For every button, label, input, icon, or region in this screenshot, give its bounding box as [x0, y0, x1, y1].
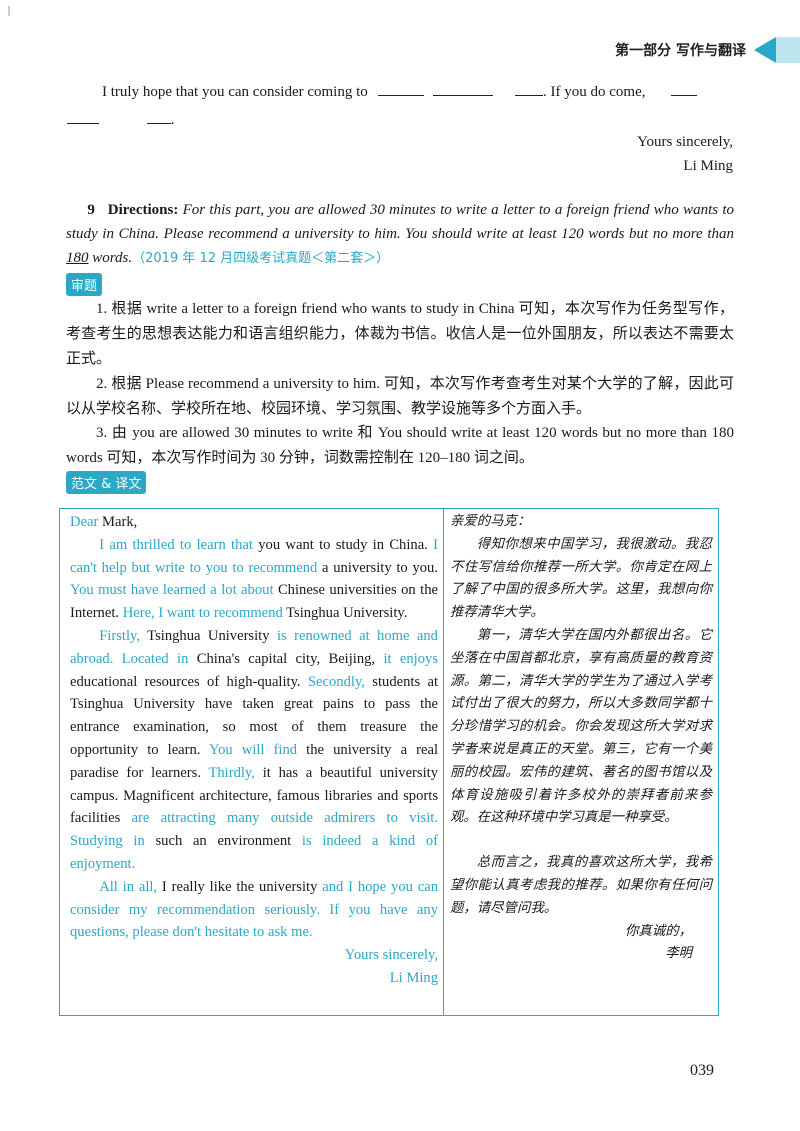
blank [67, 111, 99, 124]
page-number: 039 [690, 1062, 714, 1079]
prev-letter-line-2: . [67, 111, 175, 129]
english-paragraph-3: All in all, I really like the university… [70, 876, 438, 944]
text-segment: Located in [121, 650, 189, 667]
sample-tag: 范文 & 译文 [66, 471, 147, 494]
analysis-tag: 审题 [66, 273, 103, 296]
text-segment: is indeed a kind of enjoyment. [70, 833, 438, 872]
text-segment: the university a real paradise for learn… [70, 741, 439, 781]
blank [377, 83, 424, 96]
text-segment: China's capital city, Beijing, [188, 650, 384, 667]
blank [671, 83, 698, 96]
blank [433, 83, 494, 96]
text-segment: you want to study in China. [252, 536, 434, 553]
text-segment: Chinese universities on the Internet. [70, 582, 438, 622]
sample-chinese: 亲爱的马克： 得知你想来中国学习，我很激动。我忍不住写信给你推荐一所大学。你肯定… [450, 511, 712, 966]
text-segment: Tsinghua University. [282, 605, 408, 622]
text-segment: students at Tsinghua University have tak… [70, 673, 439, 758]
text-segment: Firstly, [99, 627, 141, 644]
header-bar [776, 37, 800, 63]
english-closing: Yours sincerely, [344, 947, 438, 964]
page-header: 第一部分 写作与翻译 [615, 37, 800, 63]
text-segment: All in all, [99, 878, 158, 895]
analysis-point-3: 3. 由 you are allowed 30 minutes to write… [66, 425, 734, 466]
sample-english: Dear Mark, I am thrilled to learn that y… [70, 511, 438, 990]
chinese-signature: 李明 [665, 946, 692, 962]
chinese-paragraph-2: 第一，清华大学在国内外都很出名。它坐落在中国首都北京，享有高质量的教育资源。第二… [450, 627, 712, 826]
sample-box-divider [443, 508, 444, 1016]
english-paragraph-2: Firstly, Tsinghua University is renowned… [70, 625, 438, 876]
text-segment: a university to you. [317, 559, 438, 576]
english-signature: Li Ming [389, 969, 438, 986]
prev-letter-line-1: I truly hope that you can consider comin… [102, 83, 698, 101]
blank [146, 111, 171, 124]
text-segment: educational resources of high-quality. [70, 673, 308, 690]
text-segment: I can't help but write to you to recomme… [70, 536, 439, 576]
text-segment: Thirdly, [208, 764, 255, 781]
text-segment: and I hope you can consider my recommend… [70, 878, 438, 941]
text-segment: You must have learned a lot about [70, 582, 274, 599]
analysis-point-2: 2. 根据 Please recommend a university to h… [66, 376, 734, 417]
english-greeting: Dear Mark, [70, 514, 138, 530]
chinese-paragraph-3: 总而言之，我真的喜欢这所大学，我希望你能认真考虑我的推荐。如果你有任何问题，请尽… [450, 855, 712, 916]
chinese-paragraph-1: 得知你想来中国学习，我很激动。我忍不住写信给你推荐一所大学。你肯定在网上了解了中… [450, 536, 712, 621]
analysis-point-1: 1. 根据 write a letter to a foreign friend… [66, 301, 734, 367]
text-segment: I really like the university [157, 878, 323, 895]
text-segment: it enjoys [383, 650, 438, 667]
text-segment: such an environment [144, 833, 302, 850]
header-arrow-icon [754, 37, 776, 63]
text-segment: Here, I want to recommend [122, 605, 283, 622]
text-segment: it has a beautiful university campus. Ma… [70, 764, 438, 827]
prev-letter-closing: Yours sincerely, Li Ming [637, 134, 733, 174]
blank [515, 83, 544, 96]
question-directions: 9 Directions: For this part, you are all… [66, 202, 735, 266]
english-paragraph-1: I am thrilled to learn that you want to … [70, 534, 438, 625]
chinese-greeting: 亲爱的马克： [450, 514, 531, 529]
chinese-closing: 你真诚的， [625, 923, 692, 939]
corner-mark [8, 6, 10, 16]
text-segment: Tsinghua University [140, 627, 277, 644]
text-segment: I am thrilled to learn that [99, 536, 253, 553]
text-segment: Secondly, [307, 673, 365, 690]
text-segment: is renowned at home and abroad. [70, 627, 438, 667]
sample-box [59, 508, 719, 1016]
section-title: 第一部分 写作与翻译 [615, 43, 746, 59]
text-segment: You will find [209, 741, 298, 758]
text-segment [113, 651, 121, 667]
text-segment: are attracting many outside admirers to … [70, 810, 438, 850]
